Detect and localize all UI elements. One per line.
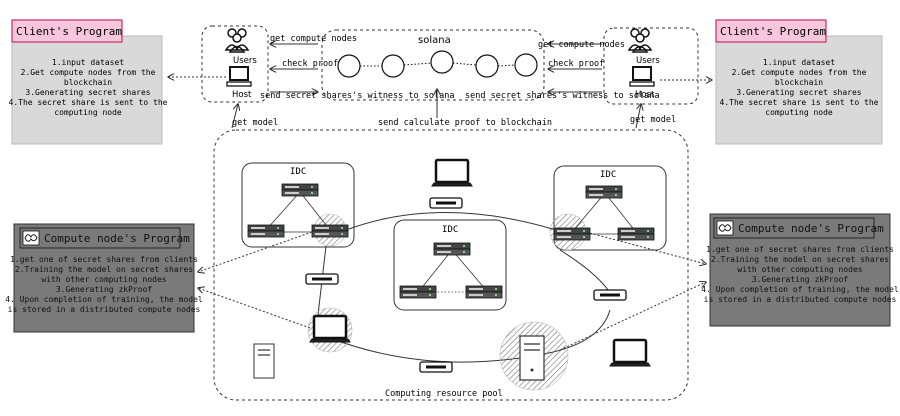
client-program-title: Client's Program [720, 25, 826, 38]
network-switch-icon [418, 360, 454, 374]
compute-step: 4. Upon completion of training, the mode… [701, 285, 899, 294]
server-icon [311, 224, 349, 238]
client-step: 4.The secret share is sent to the [720, 98, 879, 107]
edge-label-send-witness: send secret shares's witness to solana [260, 91, 454, 101]
host-label: Host [635, 90, 655, 100]
client-step: 4.The secret share is sent to the [9, 98, 168, 107]
server-icon [553, 227, 591, 241]
client-step: blockchain [775, 78, 823, 87]
server-icon [617, 227, 655, 241]
host-to-client-arrows [168, 77, 712, 80]
blockchain-node [430, 50, 454, 74]
compute-program-title: Compute node's Program [738, 222, 884, 235]
solana-blockchain: solana [321, 29, 545, 101]
network-switch-icon [428, 196, 464, 210]
tower-server-icon [253, 343, 275, 379]
users-label: Users [233, 56, 257, 66]
server-icon [585, 185, 623, 199]
users-label: Users [636, 56, 660, 66]
client-step: 1.input dataset [763, 58, 835, 67]
client-step: 3.Generating secret shares [25, 88, 150, 97]
client-step: 2.Get compute nodes from the [21, 68, 156, 77]
idc-cluster-right: IDC [549, 165, 667, 251]
server-icon [399, 285, 437, 299]
blockchain-node [475, 54, 499, 78]
tower-server-icon [519, 335, 545, 381]
client-step: computing node [765, 108, 833, 117]
brain-icon [716, 220, 734, 236]
client-step: 1.input dataset [52, 58, 124, 67]
pool-arrows [231, 89, 641, 129]
compute-step: is stored in a distributed compute nodes [704, 295, 897, 304]
client-program-note-right: Client's Program 1.input dataset 2.Get c… [715, 19, 883, 145]
compute-step: 1.get one of secret shares from clients [706, 245, 894, 254]
host-label: Host [232, 90, 252, 100]
laptop-icon [308, 314, 352, 344]
edge-label-get-compute-nodes: get compute nodes [270, 34, 357, 44]
compute-step: 1.get one of secret shares from clients [10, 255, 198, 264]
users-icon [627, 28, 653, 53]
compute-step: with other computing nodes [41, 275, 166, 284]
client-step: 3.Generating secret shares [736, 88, 861, 97]
brain-icon [22, 230, 40, 246]
client-program-title: Client's Program [16, 25, 122, 38]
network-switch-icon [592, 288, 628, 302]
edge-label-get-model: get model [630, 115, 676, 125]
compute-step: 2.Training the model on secret shares [15, 265, 193, 274]
idc-label: IDC [290, 167, 306, 177]
compute-step: with other computing nodes [737, 265, 862, 274]
solana-label: solana [418, 35, 451, 46]
computing-resource-pool: Computing resource pool [213, 129, 689, 401]
edge-label-send-proof: send calculate proof to blockchain [378, 118, 552, 128]
idc-label: IDC [442, 225, 458, 235]
compute-step: 4. Upon completion of training, the mode… [5, 295, 203, 304]
compute-program-note-right: Compute node's Program 1.get one of secr… [701, 213, 899, 327]
idc-cluster-left: IDC [241, 162, 355, 248]
users-icon [224, 28, 250, 53]
edge-label-check-proof: check proof [548, 59, 604, 69]
compute-program-note-left: Compute node's Program 1.get one of secr… [5, 223, 203, 333]
server-icon [433, 242, 471, 256]
laptop-icon [430, 158, 474, 188]
edge-label-get-compute-nodes: get compute nodes [538, 40, 625, 50]
client-step: 2.Get compute nodes from the [732, 68, 867, 77]
laptop-icon [608, 338, 652, 368]
network-switch-icon [304, 272, 340, 286]
compute-step: is stored in a distributed compute nodes [8, 305, 201, 314]
pool-to-compute-arrows [198, 231, 706, 351]
blockchain-node [337, 54, 361, 78]
blockchain-node [381, 54, 405, 78]
edge-label-get-model: get model [232, 118, 278, 128]
left-host-solana-arrows [270, 44, 318, 92]
pool-label: Computing resource pool [385, 389, 503, 399]
idc-cluster-center: IDC [393, 219, 507, 311]
edge-label-send-witness: send secret shares's witness to solana [465, 91, 659, 101]
server-icon [465, 285, 503, 299]
blockchain-node [514, 53, 538, 77]
server-icon [281, 183, 319, 197]
server-icon [247, 224, 285, 238]
compute-step: 3.Generating zkProof [56, 285, 153, 294]
client-step: blockchain [64, 78, 112, 87]
client-group-right: Users Host [603, 27, 699, 105]
right-host-solana-arrows [548, 44, 602, 92]
compute-step: 3.Generating zkProof [752, 275, 849, 284]
client-group-left: Users Host [201, 25, 269, 103]
client-program-note-left: Client's Program 1.input dataset 2.Get c… [9, 19, 168, 145]
host-computer-icon [226, 66, 252, 87]
client-step: computing node [54, 108, 122, 117]
edge-label-check-proof: check proof [282, 59, 338, 69]
compute-program-title: Compute node's Program [44, 232, 190, 245]
idc-label: IDC [600, 170, 616, 180]
host-computer-icon [629, 66, 655, 87]
compute-step: 2.Training the model on secret shares [711, 255, 889, 264]
